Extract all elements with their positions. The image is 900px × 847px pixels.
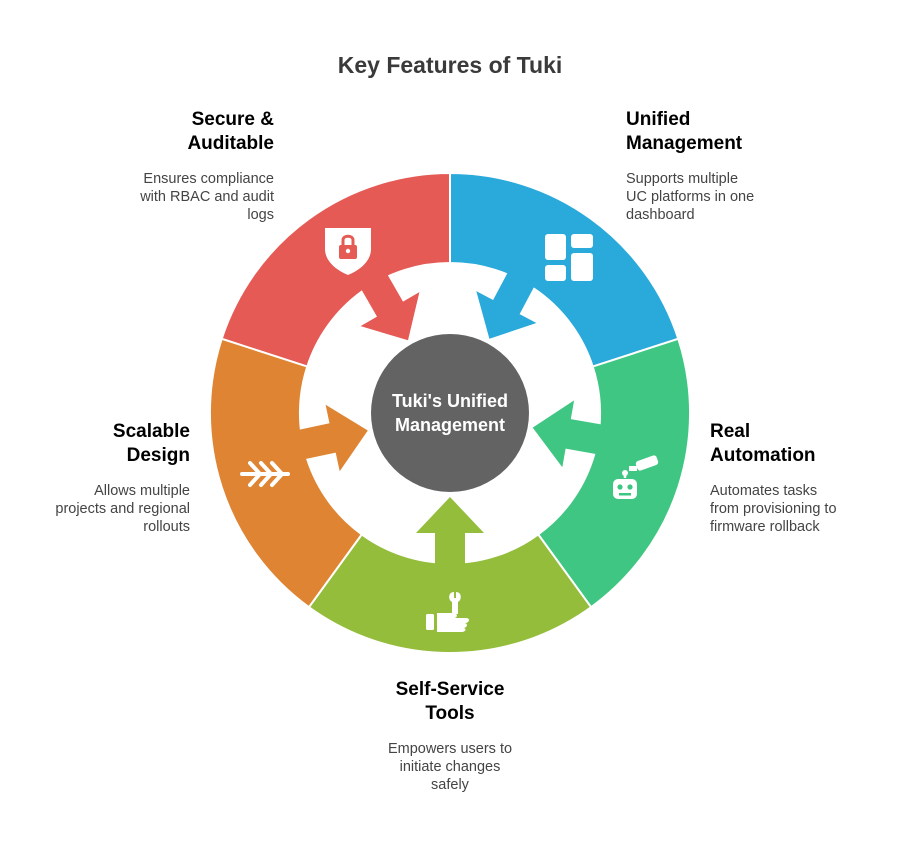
- feature-desc-scalable: Allows multiple projects and regional ro…: [55, 483, 190, 535]
- lock-shield-icon: [325, 228, 371, 275]
- feature-title-selfservice: Self-Service Tools: [395, 679, 505, 724]
- arrow-selfservice: [416, 497, 484, 573]
- feature-desc-automation: Automates tasks from provisioning to fir…: [710, 483, 837, 535]
- feature-desc-selfservice: Empowers users to initiate changes safel…: [387, 741, 513, 793]
- feature-title-secure: Secure & Auditable: [187, 109, 274, 154]
- center-label: Tuki's Unified Management: [375, 389, 525, 437]
- feature-title-scalable: Scalable Design: [112, 421, 190, 466]
- arrow-automation: [532, 400, 611, 468]
- feature-title-automation: Real Automation: [710, 421, 816, 466]
- segment-selfservice: [307, 533, 593, 655]
- arrow-unified: [476, 264, 539, 339]
- center-circle: [371, 334, 529, 492]
- dashboard-icon: [545, 234, 593, 281]
- center-label-line1: Tuki's Unified: [392, 391, 508, 411]
- feature-desc-secure: Ensures compliance with RBAC and audit l…: [140, 171, 274, 223]
- diagram-title: Key Features of Tuki: [337, 52, 563, 78]
- hand-wrench-icon: [426, 592, 469, 632]
- feature-desc-unified: Supports multiple UC platforms in one da…: [626, 171, 755, 223]
- center-label-line2: Management: [394, 415, 506, 435]
- arrow-secure: [357, 266, 420, 341]
- robot-camera-icon: [613, 455, 659, 499]
- arrow-fletching-icon: [240, 461, 290, 487]
- arrow-scalable: [290, 404, 368, 472]
- segment-secure: [220, 171, 451, 368]
- feature-title-unified: Unified Management: [626, 109, 743, 154]
